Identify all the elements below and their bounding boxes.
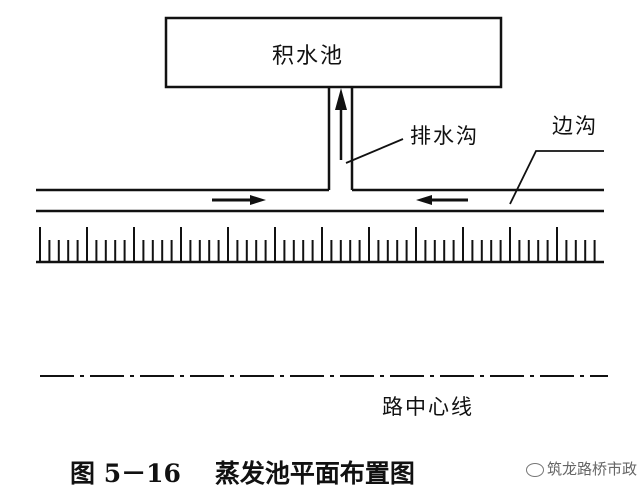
center-line-label: 路中心线 — [382, 395, 474, 419]
edge-ditch-label: 边沟 — [552, 114, 598, 138]
pond-label: 积水池 — [272, 44, 345, 69]
drain-ditch-leader — [345, 138, 404, 164]
wechat-icon — [526, 462, 544, 477]
figure-number: 图 5－16 — [70, 459, 181, 488]
flow-arrow-right-head — [250, 195, 266, 205]
flow-arrow-left-head — [416, 195, 432, 205]
watermark-text: 筑龙路桥市政 — [547, 460, 638, 478]
road-edge-ticks — [39, 227, 596, 262]
upward-flow-arrowhead — [335, 88, 347, 110]
figure-caption: 图 5－16 蒸发池平面布置图 — [70, 454, 415, 490]
watermark: 筑龙路桥市政 — [526, 458, 637, 479]
figure-title: 蒸发池平面布置图 — [214, 459, 415, 488]
pond-box — [164, 16, 503, 89]
edge-ditch-leader — [509, 150, 604, 205]
drain-ditch-label: 排水沟 — [410, 124, 479, 148]
